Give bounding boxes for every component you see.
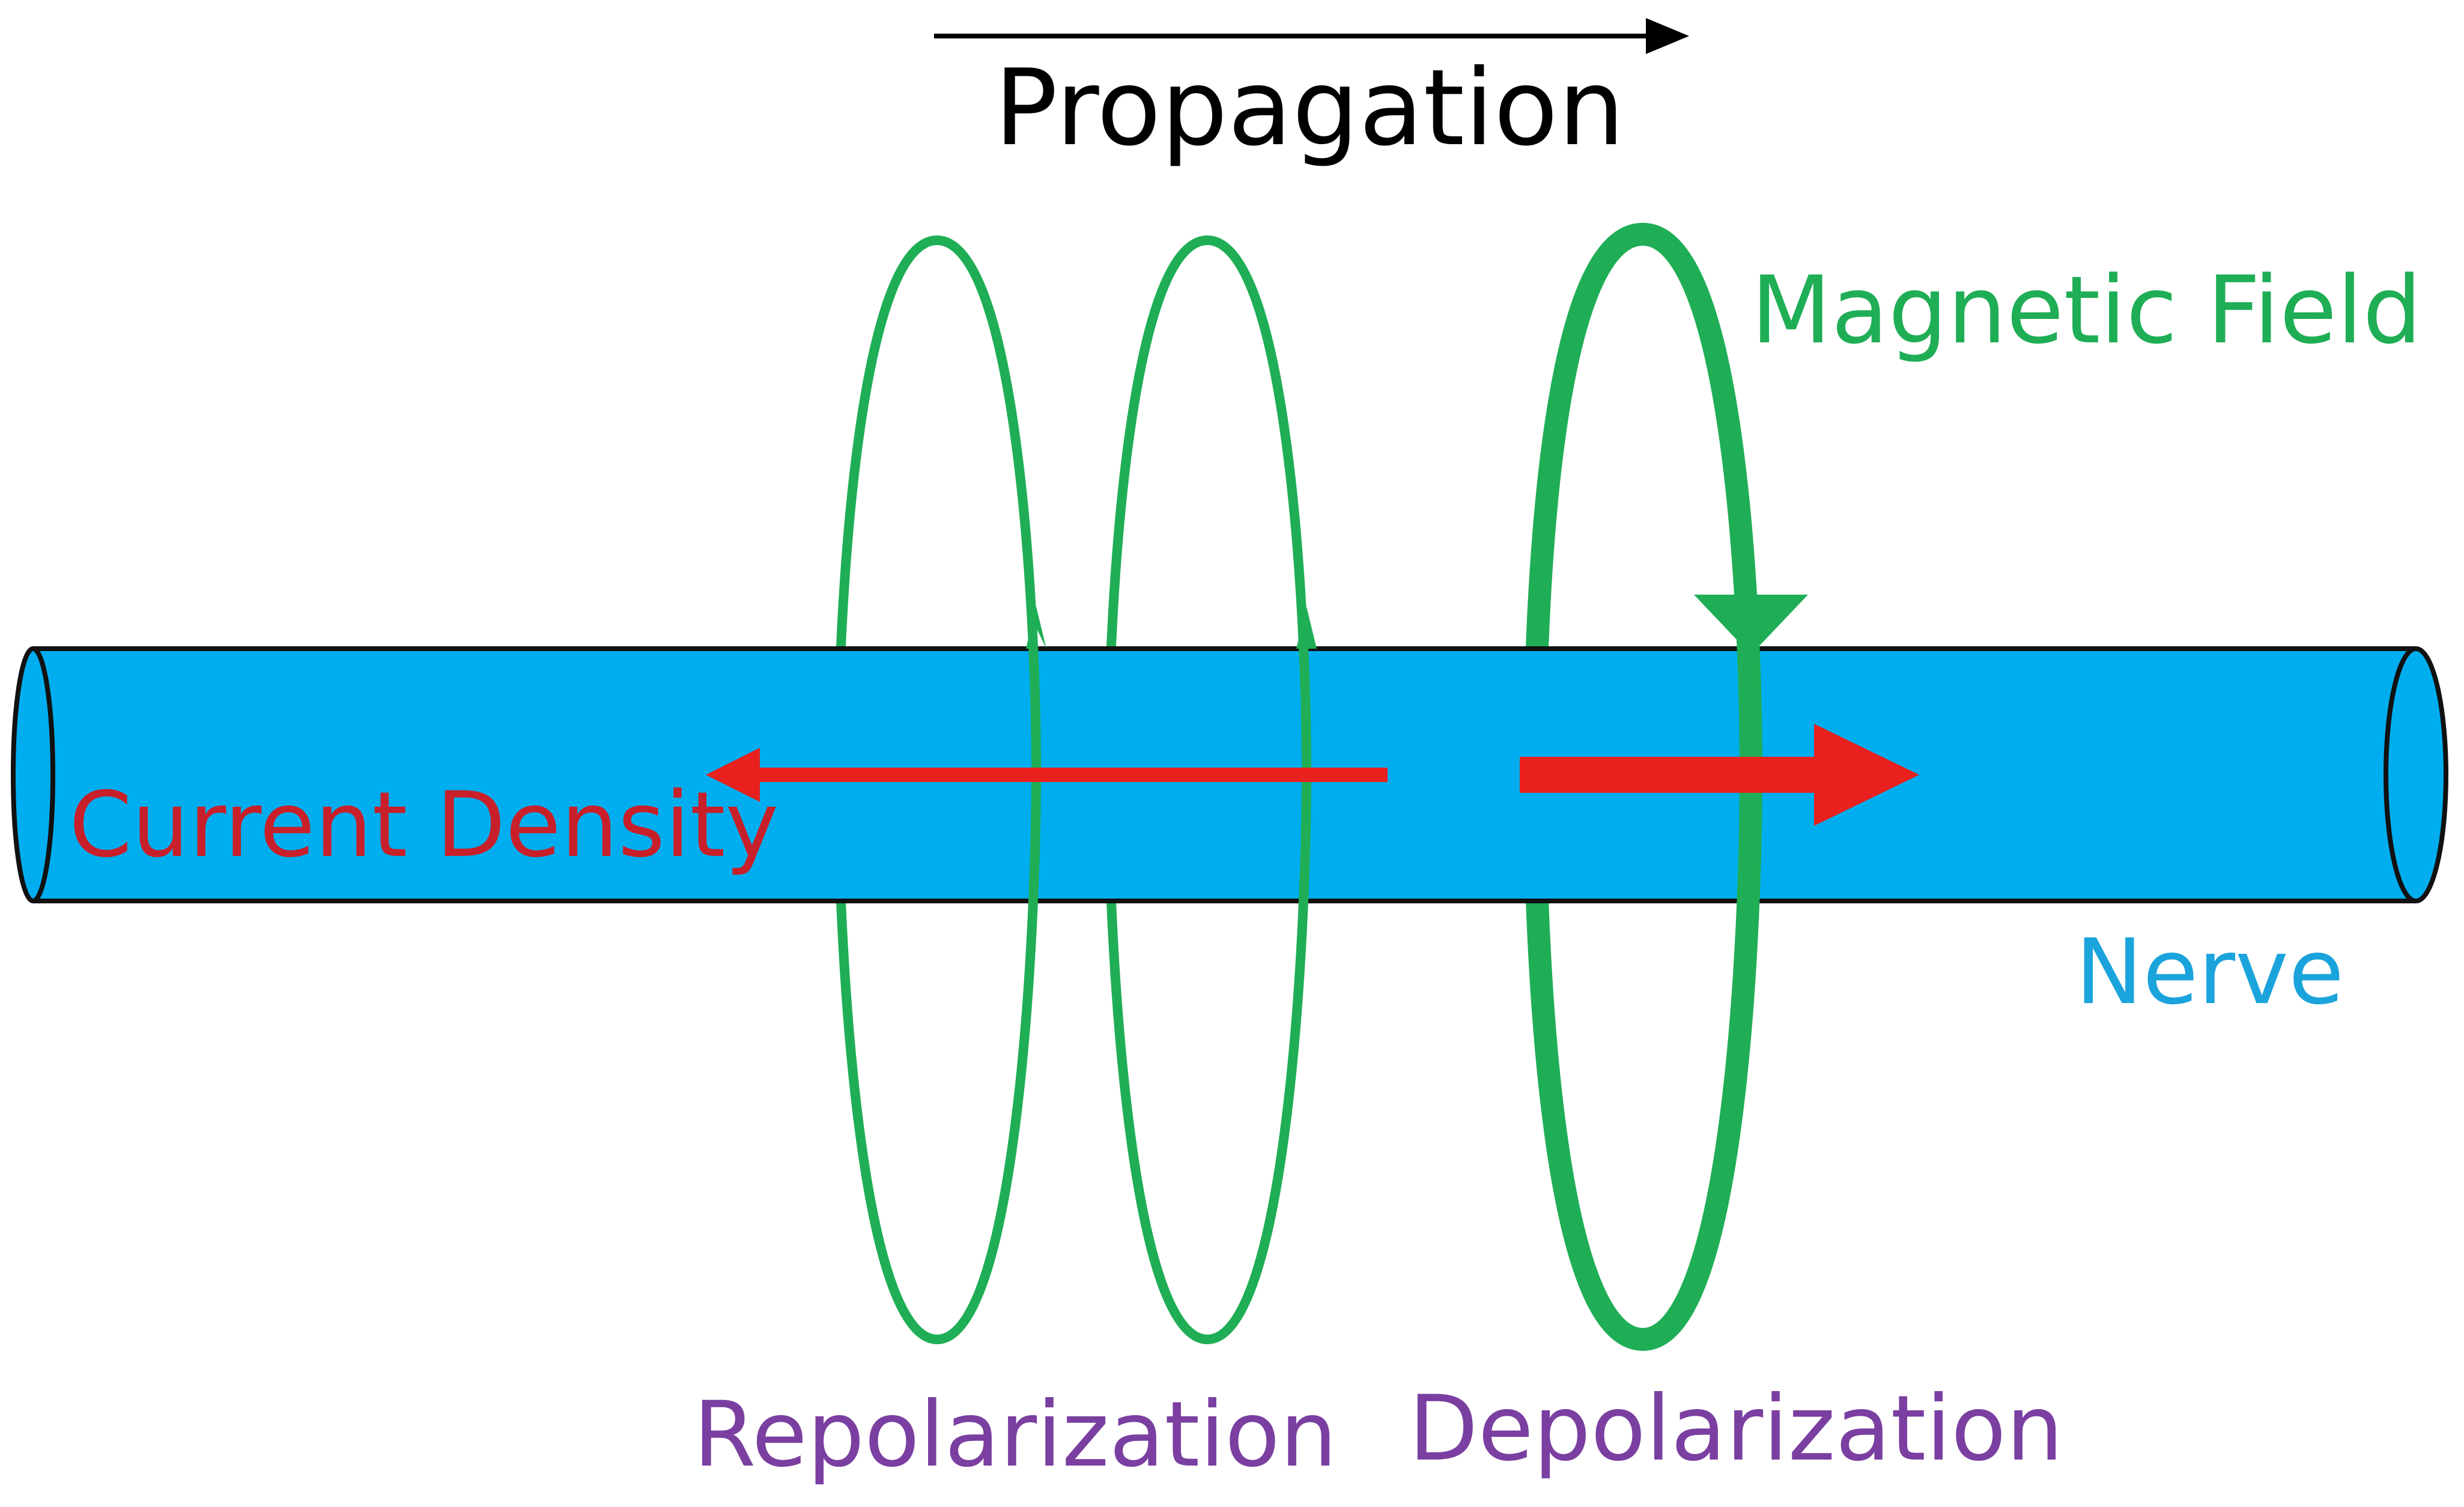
field-down-arrow <box>1694 595 1808 655</box>
current-right-arrowhead <box>1814 724 1919 826</box>
current-left-arrowhead <box>706 748 760 802</box>
propagation-label: Propagation <box>994 47 1625 169</box>
current-density-label: Current Density <box>69 773 778 878</box>
magnetic-field-label: Magnetic Field <box>1751 256 2422 365</box>
field-direction-arrows <box>1026 595 1808 655</box>
propagation-arrow <box>934 18 1689 54</box>
depolarization-label: Depolarization <box>1409 1377 2063 1481</box>
nerve-label: Nerve <box>2075 920 2344 1025</box>
field-up-arrow-1 <box>1026 607 1046 649</box>
repolarization-label: Repolarization <box>693 1383 1337 1487</box>
current-density-arrows <box>706 724 1919 826</box>
field-up-arrow-2 <box>1296 607 1317 649</box>
